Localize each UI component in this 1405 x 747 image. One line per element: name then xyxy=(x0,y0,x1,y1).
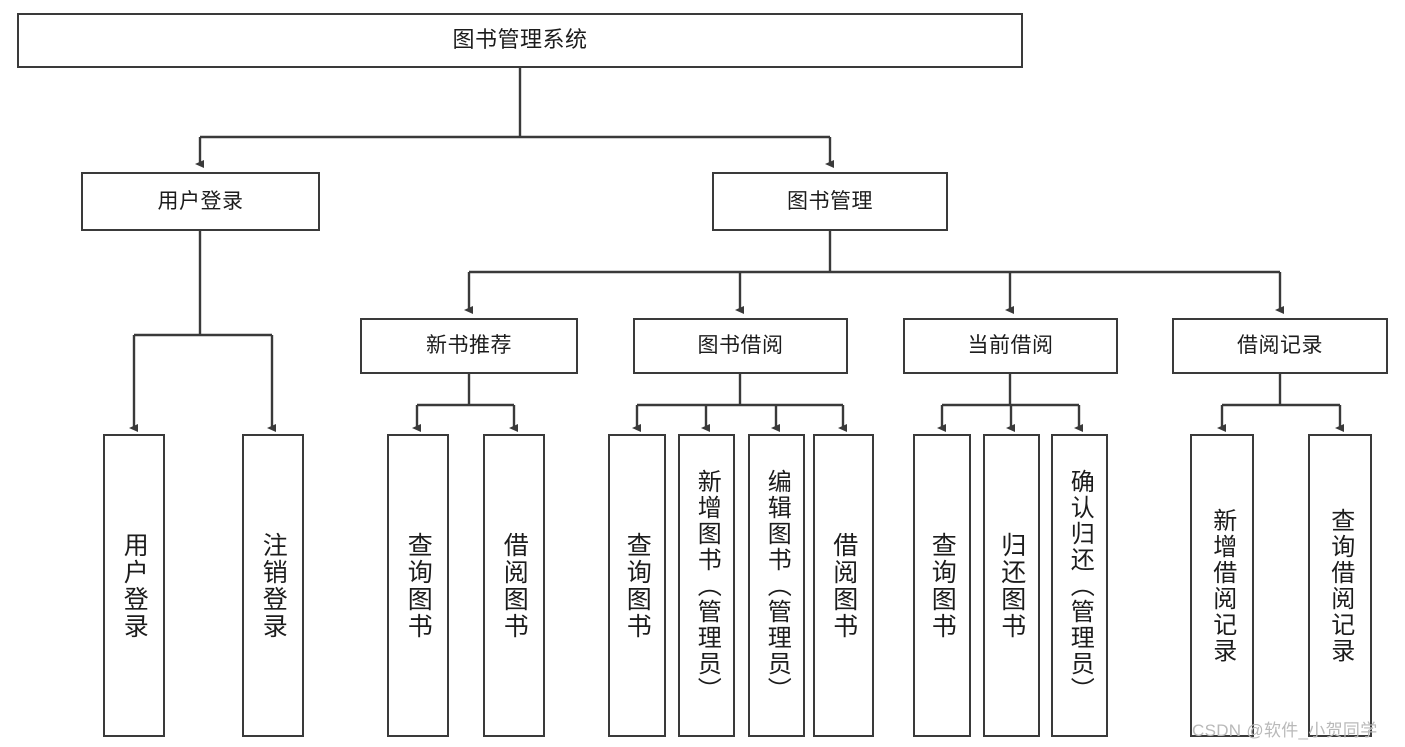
csdn-watermark: CSDN @软件_小贺同学 xyxy=(1192,721,1378,740)
node-current-borrow[interactable]: 当前借阅 xyxy=(903,318,1118,374)
node-leaf-logout-login[interactable]: 注销登录 xyxy=(242,434,304,737)
node-leaf-confirm-return[interactable]: 确认归还（管理员） xyxy=(1051,434,1108,737)
node-book-management[interactable]: 图书管理 xyxy=(712,172,948,231)
node-leaf-query-record[interactable]: 查询借阅记录 xyxy=(1308,434,1372,737)
node-user-login[interactable]: 用户登录 xyxy=(81,172,320,231)
node-label: 归还图书 xyxy=(997,531,1026,640)
node-leaf-return-book[interactable]: 归还图书 xyxy=(983,434,1040,737)
node-leaf-borrow-book-1[interactable]: 借阅图书 xyxy=(483,434,545,737)
node-label: 用户登录 xyxy=(157,189,244,213)
node-leaf-edit-book[interactable]: 编辑图书（管理员） xyxy=(748,434,805,737)
node-leaf-borrow-book-2[interactable]: 借阅图书 xyxy=(813,434,874,737)
node-book-borrow[interactable]: 图书借阅 xyxy=(633,318,848,374)
node-borrow-record[interactable]: 借阅记录 xyxy=(1172,318,1388,374)
node-new-book-recommend[interactable]: 新书推荐 xyxy=(360,318,578,374)
node-label: 查询图书 xyxy=(404,531,433,640)
node-label: 查询图书 xyxy=(623,531,652,640)
node-label: 新书推荐 xyxy=(426,334,512,358)
node-leaf-query-book-3[interactable]: 查询图书 xyxy=(913,434,971,737)
node-label: 查询图书 xyxy=(928,531,957,640)
node-label: 新增图书（管理员） xyxy=(693,468,721,703)
node-leaf-user-login[interactable]: 用户登录 xyxy=(103,434,165,737)
node-leaf-add-record[interactable]: 新增借阅记录 xyxy=(1190,434,1254,737)
node-label: 确认归还（管理员） xyxy=(1066,468,1094,703)
node-label: 借阅图书 xyxy=(500,531,529,640)
node-label: 借阅记录 xyxy=(1237,334,1323,358)
node-label: 图书管理系统 xyxy=(452,27,588,53)
node-label: 用户登录 xyxy=(120,531,149,640)
node-label: 新增借阅记录 xyxy=(1208,507,1236,664)
node-label: 借阅图书 xyxy=(829,531,858,640)
node-label: 图书借阅 xyxy=(697,334,784,358)
node-label: 注销登录 xyxy=(259,531,288,640)
node-label: 编辑图书（管理员） xyxy=(763,468,791,703)
node-leaf-query-book-2[interactable]: 查询图书 xyxy=(608,434,666,737)
node-label: 图书管理 xyxy=(787,189,873,213)
node-label: 当前借阅 xyxy=(967,334,1054,358)
node-root-book-management-system[interactable]: 图书管理系统 xyxy=(17,13,1023,68)
node-leaf-query-book-1[interactable]: 查询图书 xyxy=(387,434,449,737)
node-leaf-add-book[interactable]: 新增图书（管理员） xyxy=(678,434,735,737)
node-label: 查询借阅记录 xyxy=(1326,507,1354,664)
